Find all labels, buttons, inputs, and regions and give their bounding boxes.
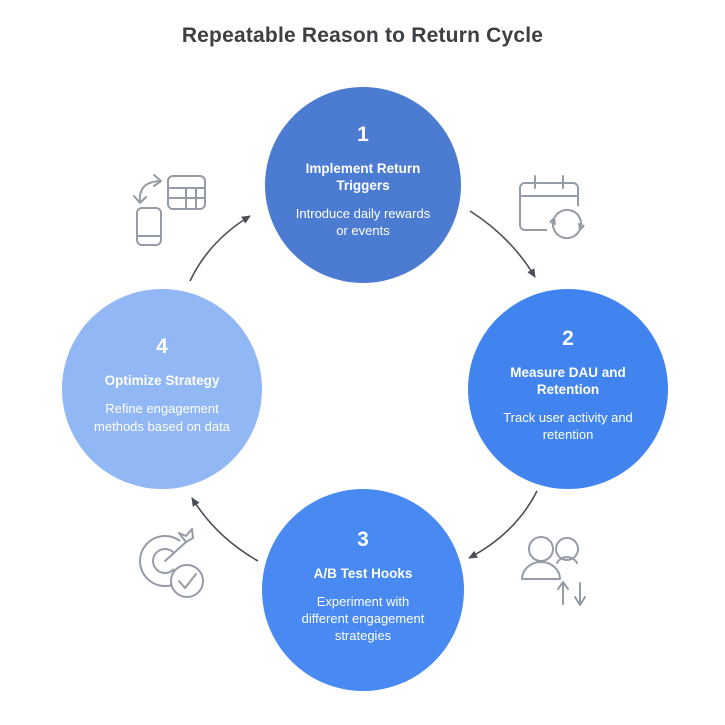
- step-number: 3: [357, 527, 369, 551]
- target-dart-check-icon: [139, 528, 204, 598]
- users-activity-trend-icon: [521, 536, 586, 606]
- step-title: Implement Return Triggers: [305, 160, 421, 193]
- step-number: 2: [562, 326, 574, 350]
- step-description: Experiment with different engagement str…: [301, 593, 425, 644]
- step-circle-2: 2 Measure DAU and Retention Track user a…: [468, 289, 668, 489]
- step-circle-1: 1 Implement Return Triggers Introduce da…: [265, 87, 461, 283]
- phone-to-table-transfer-icon: [133, 174, 206, 246]
- step-title: Optimize Strategy: [104, 373, 220, 389]
- step-number: 4: [156, 335, 168, 359]
- step-description: Track user activity and retention: [503, 409, 633, 443]
- calendar-refresh-icon: [519, 175, 588, 245]
- page-title: Repeatable Reason to Return Cycle: [181, 24, 544, 47]
- step-number: 1: [357, 122, 369, 146]
- step-title: A/B Test Hooks: [313, 565, 413, 581]
- step-description: Introduce daily rewards or events: [295, 205, 431, 239]
- step-circle-3: 3 A/B Test Hooks Experiment with differe…: [262, 489, 464, 691]
- step-title: Measure DAU and Retention: [510, 364, 626, 397]
- step-description: Refine engagement methods based on data: [94, 401, 230, 434]
- step-circle-4: 4 Optimize Strategy Refine engagement me…: [62, 289, 262, 489]
